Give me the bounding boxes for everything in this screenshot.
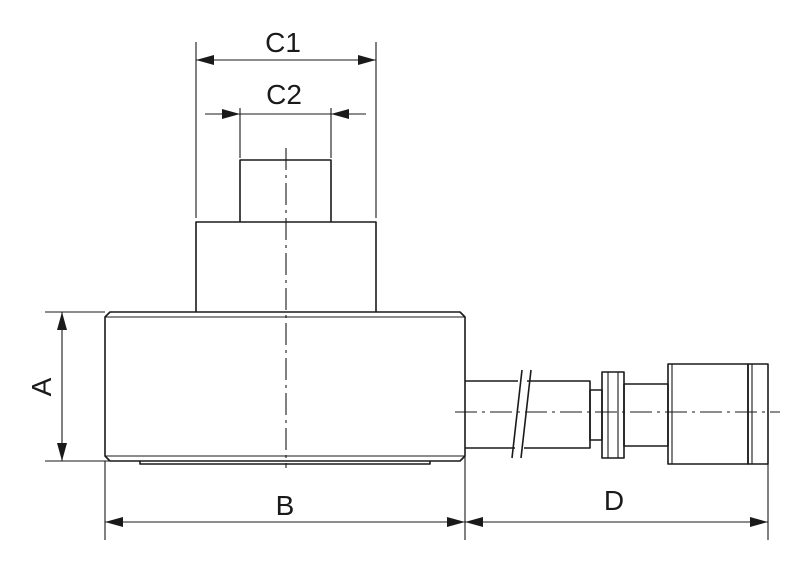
dimension-c2-arrow-right — [331, 109, 349, 119]
base-plate — [139, 461, 431, 465]
dimension-a: A — [26, 311, 140, 462]
dimension-c1-label: C1 — [265, 27, 301, 58]
dimension-c2-arrow-left — [222, 109, 240, 119]
connector-body — [667, 363, 749, 465]
dimension-c2-label: C2 — [266, 79, 302, 110]
dimension-b: B — [104, 456, 466, 540]
dimension-b-label: B — [276, 490, 295, 521]
connector-end-cap — [747, 363, 769, 465]
dimension-d-arrow-right — [750, 517, 768, 527]
dimension-a-arrow-top — [57, 312, 67, 330]
dimension-d-label: D — [604, 485, 624, 516]
main-body — [104, 311, 466, 465]
main-body-outline — [104, 311, 466, 462]
dimension-c1-arrow-left — [196, 55, 214, 65]
cable-break-mark-2 — [520, 369, 532, 459]
dimension-b-arrow-left — [105, 517, 123, 527]
dimension-c1-arrow-right — [358, 55, 376, 65]
dimension-a-label: A — [26, 377, 57, 396]
connector-neck — [623, 383, 669, 447]
dimension-d: D — [465, 464, 769, 540]
cable-right-segment — [524, 380, 591, 449]
connector-nut — [601, 371, 625, 459]
cable-assembly — [465, 363, 769, 465]
dimension-b-arrow-right — [447, 517, 465, 527]
dimension-c1: C1 — [195, 27, 377, 218]
strain-relief — [589, 389, 603, 441]
cable-left-segment — [465, 380, 518, 449]
dimension-a-arrow-bottom — [57, 443, 67, 461]
cable-break-mark-1 — [511, 369, 523, 459]
dimension-d-arrow-left — [465, 517, 483, 527]
dimension-c2: C2 — [205, 79, 366, 158]
